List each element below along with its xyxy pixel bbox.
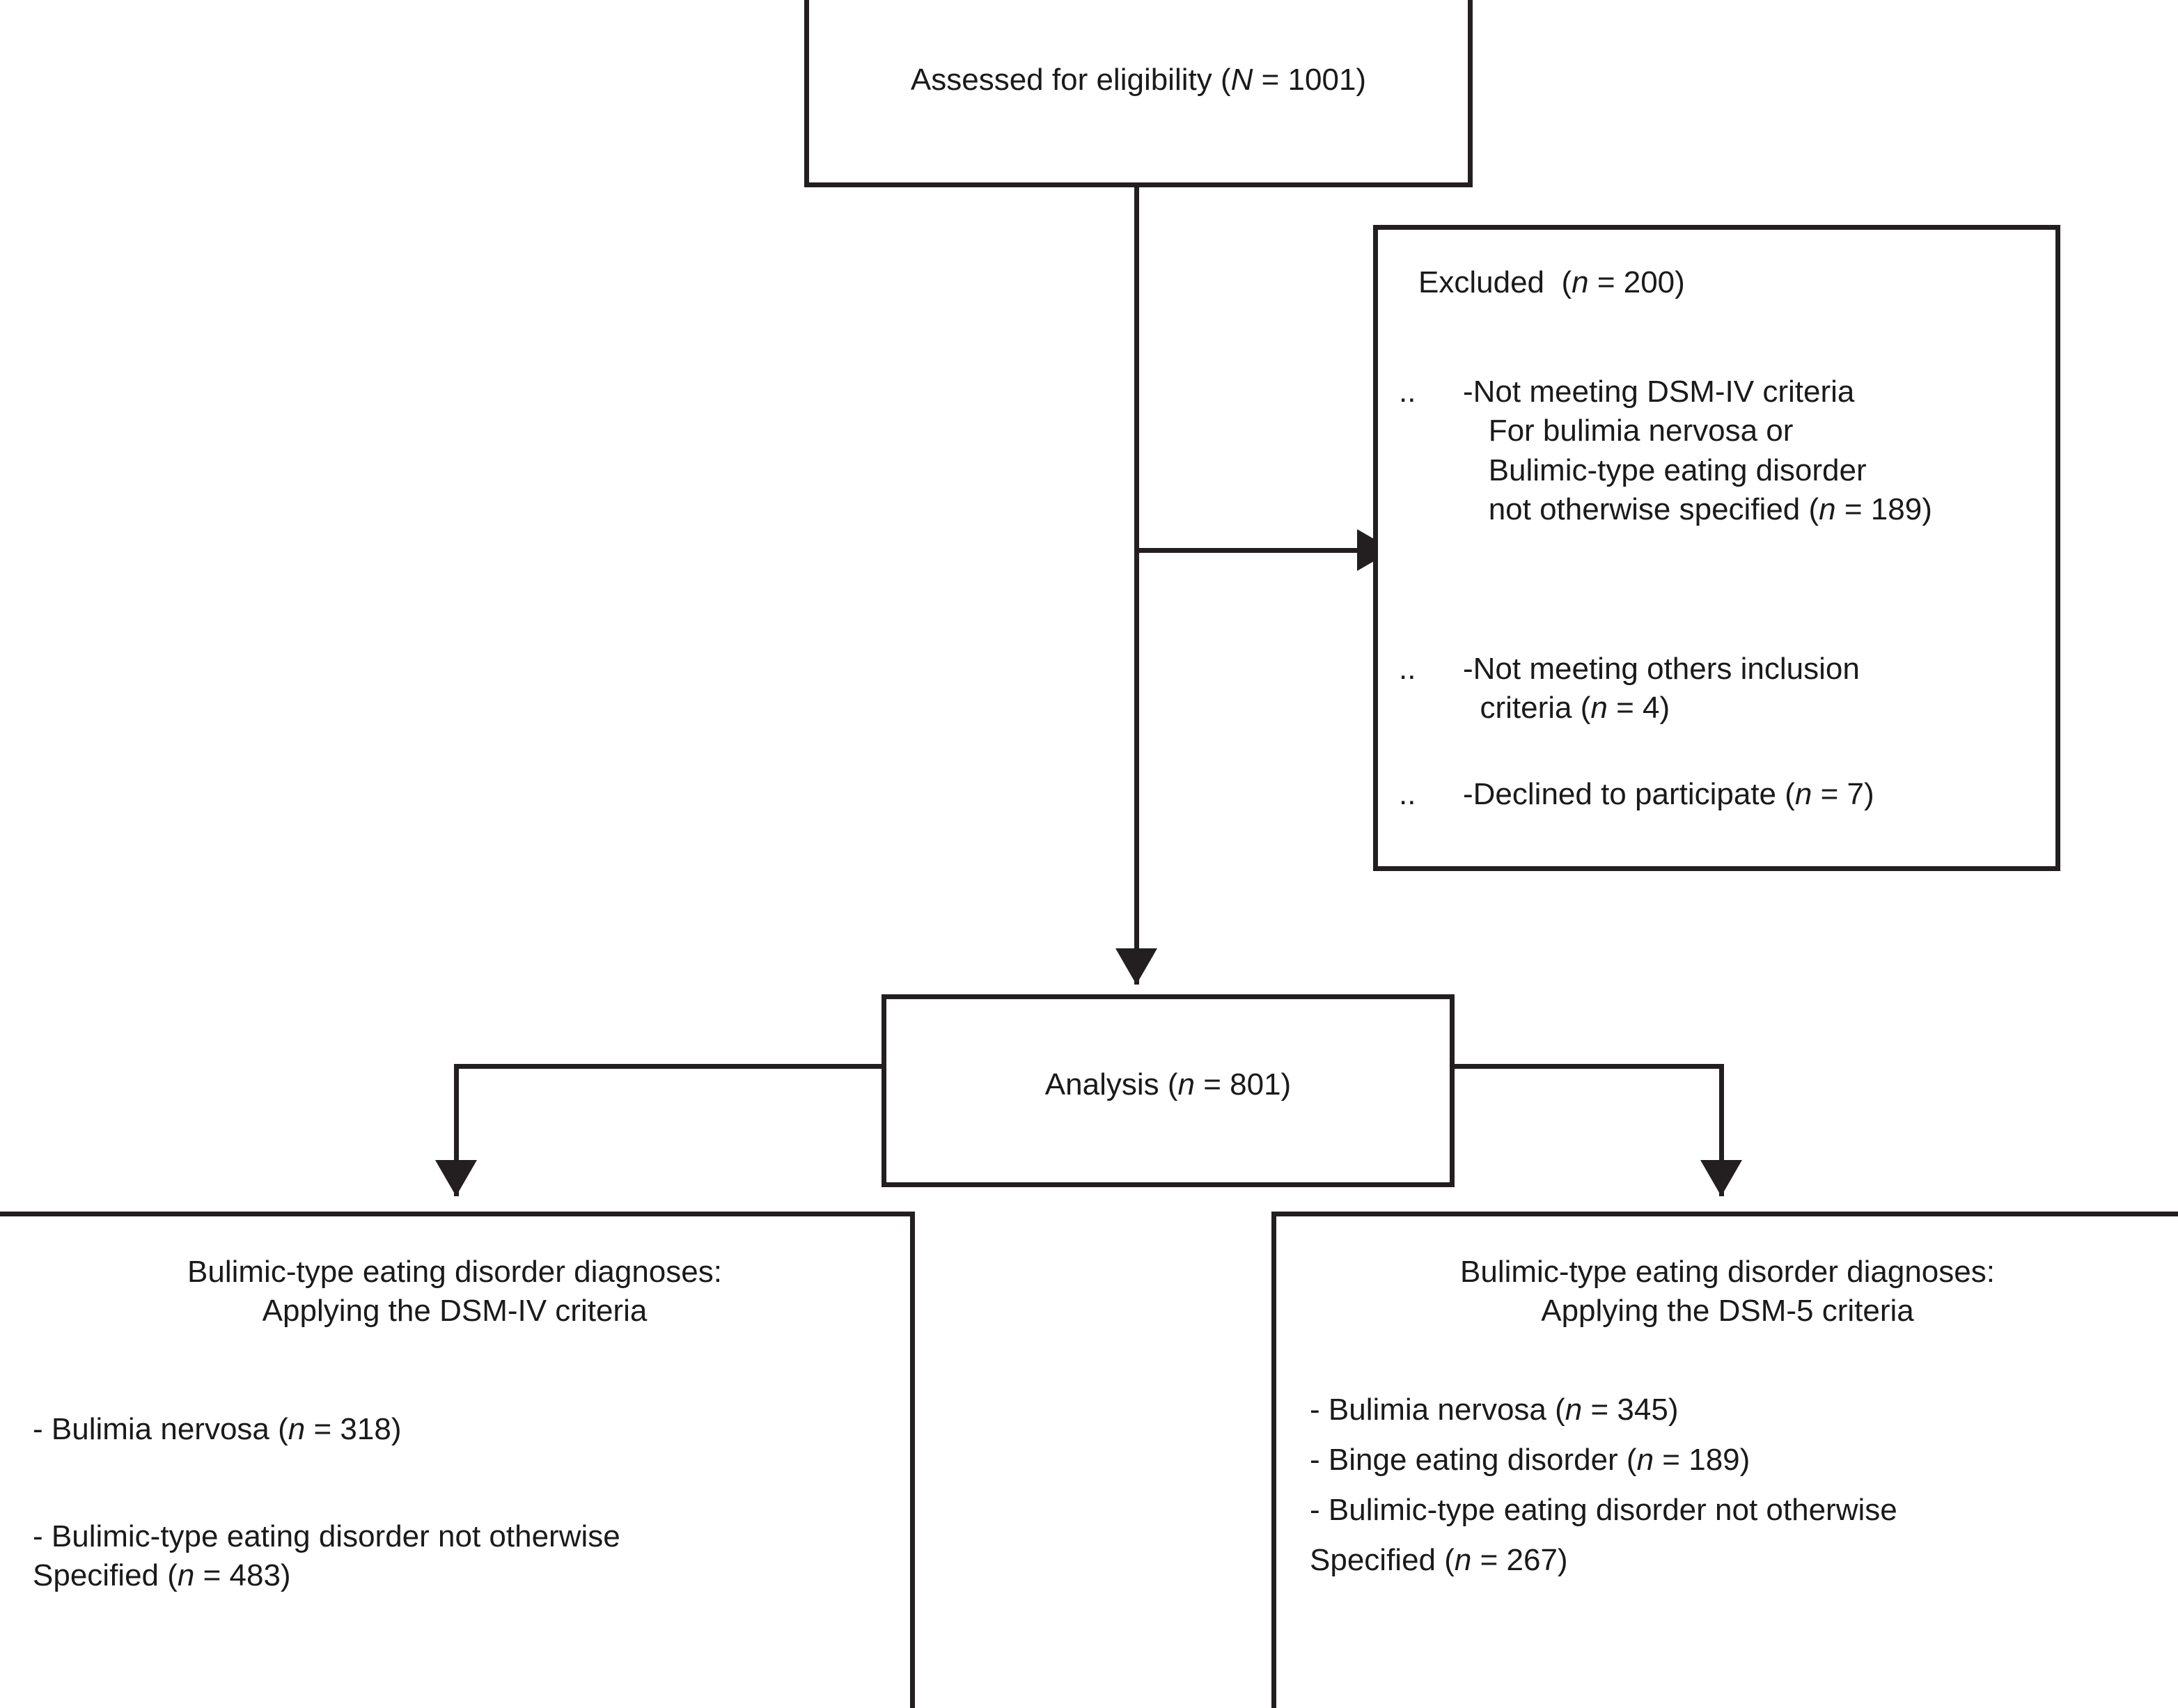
connector-eligibility-to-analysis — [1134, 187, 1139, 985]
excluded-symbol-n: n — [1572, 265, 1589, 299]
excluded-item-text: -Not meeting DSM-IV criteria For bulimia… — [1463, 373, 1932, 529]
excluded-item-2-after: = 7) — [1812, 777, 1874, 811]
excluded-item-0-before: -Not meeting DSM-IV criteria For bulimia… — [1463, 375, 1867, 526]
excluded-list-item: .. -Not meeting DSM-IV criteria For buli… — [1399, 373, 2042, 529]
dsm5-line-3-before: Specified ( — [1310, 1543, 1455, 1577]
dsm4-line-0-after: = 318) — [305, 1412, 402, 1446]
node-excluded: Excluded (n = 200) .. -Not meeting DSM-I… — [1373, 225, 2060, 871]
excluded-title-suffix: = 200) — [1588, 265, 1685, 299]
dsm5-line-1-after: = 189) — [1654, 1443, 1750, 1477]
dsm5-line-3-symbol: n — [1454, 1543, 1472, 1577]
dsm4-diagnosis-line: - Bulimic-type eating disorder not other… — [33, 1517, 910, 1596]
excluded-list-item: .. -Declined to participate (n = 7) — [1399, 775, 2042, 814]
dsm5-diagnosis-line: - Bulimia nervosa (n = 345) — [1310, 1390, 2178, 1429]
dsm5-header-line2: Applying the DSM-5 criteria — [1541, 1294, 1914, 1329]
excluded-bullet-icon: .. — [1399, 375, 1416, 409]
excluded-item-text: -Not meeting others inclusion criteria (… — [1463, 650, 1860, 728]
dsm4-line-0-before: - Bulimia nervosa ( — [33, 1412, 288, 1446]
excluded-bullet-icon: .. — [1399, 777, 1416, 811]
eligibility-text-prefix: Assessed for eligibility ( — [910, 63, 1231, 97]
analysis-text-prefix: Analysis ( — [1044, 1067, 1178, 1102]
dsm4-line-1-before: - Bulimic-type eating disorder not other… — [33, 1519, 620, 1593]
dsm5-diagnosis-line: Specified (n = 267) — [1310, 1541, 2178, 1580]
excluded-item-1-before: -Not meeting others inclusion criteria ( — [1463, 652, 1860, 726]
dsm5-header-line1: Bulimic-type eating disorder diagnoses: — [1460, 1255, 1995, 1289]
connector-analysis-to-dsm4-vertical — [454, 1064, 459, 1196]
node-assessed-for-eligibility: Assessed for eligibility (N = 1001) — [804, 0, 1473, 187]
excluded-bullet-icon: .. — [1399, 652, 1416, 686]
dsm4-header: Bulimic-type eating disorder diagnoses: A… — [0, 1253, 910, 1331]
excluded-item-1-symbol: n — [1590, 691, 1608, 726]
dsm5-line-0-symbol: n — [1565, 1393, 1583, 1427]
excluded-item-1-after: = 4) — [1607, 691, 1670, 726]
node-dsm-iv-diagnoses: Bulimic-type eating disorder diagnoses: A… — [0, 1212, 915, 1708]
eligibility-symbol-N: N — [1230, 63, 1253, 97]
connector-analysis-to-dsm4-horizontal — [454, 1064, 884, 1069]
connector-analysis-to-dsm5-vertical — [1719, 1064, 1724, 1196]
arrowhead-down-analysis-icon — [1115, 948, 1157, 985]
dsm4-line-1-symbol: n — [177, 1558, 195, 1593]
dsm5-header: Bulimic-type eating disorder diagnoses: A… — [1276, 1253, 2178, 1331]
excluded-item-0-symbol: n — [1819, 492, 1836, 526]
dsm4-header-line1: Bulimic-type eating disorder diagnoses: — [187, 1255, 722, 1289]
excluded-title-prefix: Excluded ( — [1418, 265, 1572, 299]
node-analysis: Analysis (n = 801) — [882, 994, 1455, 1187]
excluded-item-0-after: = 189) — [1835, 492, 1932, 526]
node-dsm-5-diagnoses: Bulimic-type eating disorder diagnoses: A… — [1271, 1212, 2178, 1708]
dsm4-header-line2: Applying the DSM-IV criteria — [262, 1294, 648, 1329]
connector-analysis-to-dsm5-horizontal — [1452, 1064, 1723, 1069]
eligibility-text-suffix: = 1001) — [1253, 63, 1367, 97]
excluded-list-item: .. -Not meeting others inclusion criteri… — [1399, 650, 2042, 728]
dsm5-line-2-before: - Bulimic-type eating disorder not other… — [1310, 1493, 1897, 1527]
analysis-symbol-n: n — [1177, 1067, 1195, 1102]
excluded-item-text: -Declined to participate (n = 7) — [1463, 775, 1874, 814]
dsm4-diagnosis-line: - Bulimia nervosa (n = 318) — [33, 1410, 910, 1449]
node-assessed-for-eligibility-label: Assessed for eligibility (N = 1001) — [809, 61, 1468, 100]
dsm5-diagnosis-line: - Bulimic-type eating disorder not other… — [1310, 1491, 2178, 1530]
dsm4-line-0-symbol: n — [288, 1412, 306, 1446]
dsm4-line-1-after: = 483) — [194, 1558, 291, 1593]
excluded-item-2-before: -Declined to participate ( — [1463, 777, 1795, 811]
dsm5-line-1-symbol: n — [1636, 1443, 1654, 1477]
arrowhead-down-dsm5-icon — [1700, 1160, 1742, 1196]
dsm5-line-1-before: - Binge eating disorder ( — [1310, 1443, 1637, 1477]
analysis-text-suffix: = 801) — [1194, 1067, 1292, 1102]
node-analysis-label: Analysis (n = 801) — [886, 1065, 1450, 1104]
dsm5-diagnosis-line: - Binge eating disorder (n = 189) — [1310, 1441, 2178, 1480]
dsm5-line-3-after: = 267) — [1471, 1543, 1568, 1577]
dsm5-line-0-after: = 345) — [1582, 1393, 1679, 1427]
arrowhead-down-dsm4-icon — [435, 1160, 477, 1196]
node-excluded-title: Excluded (n = 200) — [1418, 263, 2035, 302]
connector-to-excluded — [1136, 548, 1361, 553]
excluded-item-2-symbol: n — [1794, 777, 1812, 811]
dsm5-line-0-before: - Bulimia nervosa ( — [1310, 1393, 1565, 1427]
